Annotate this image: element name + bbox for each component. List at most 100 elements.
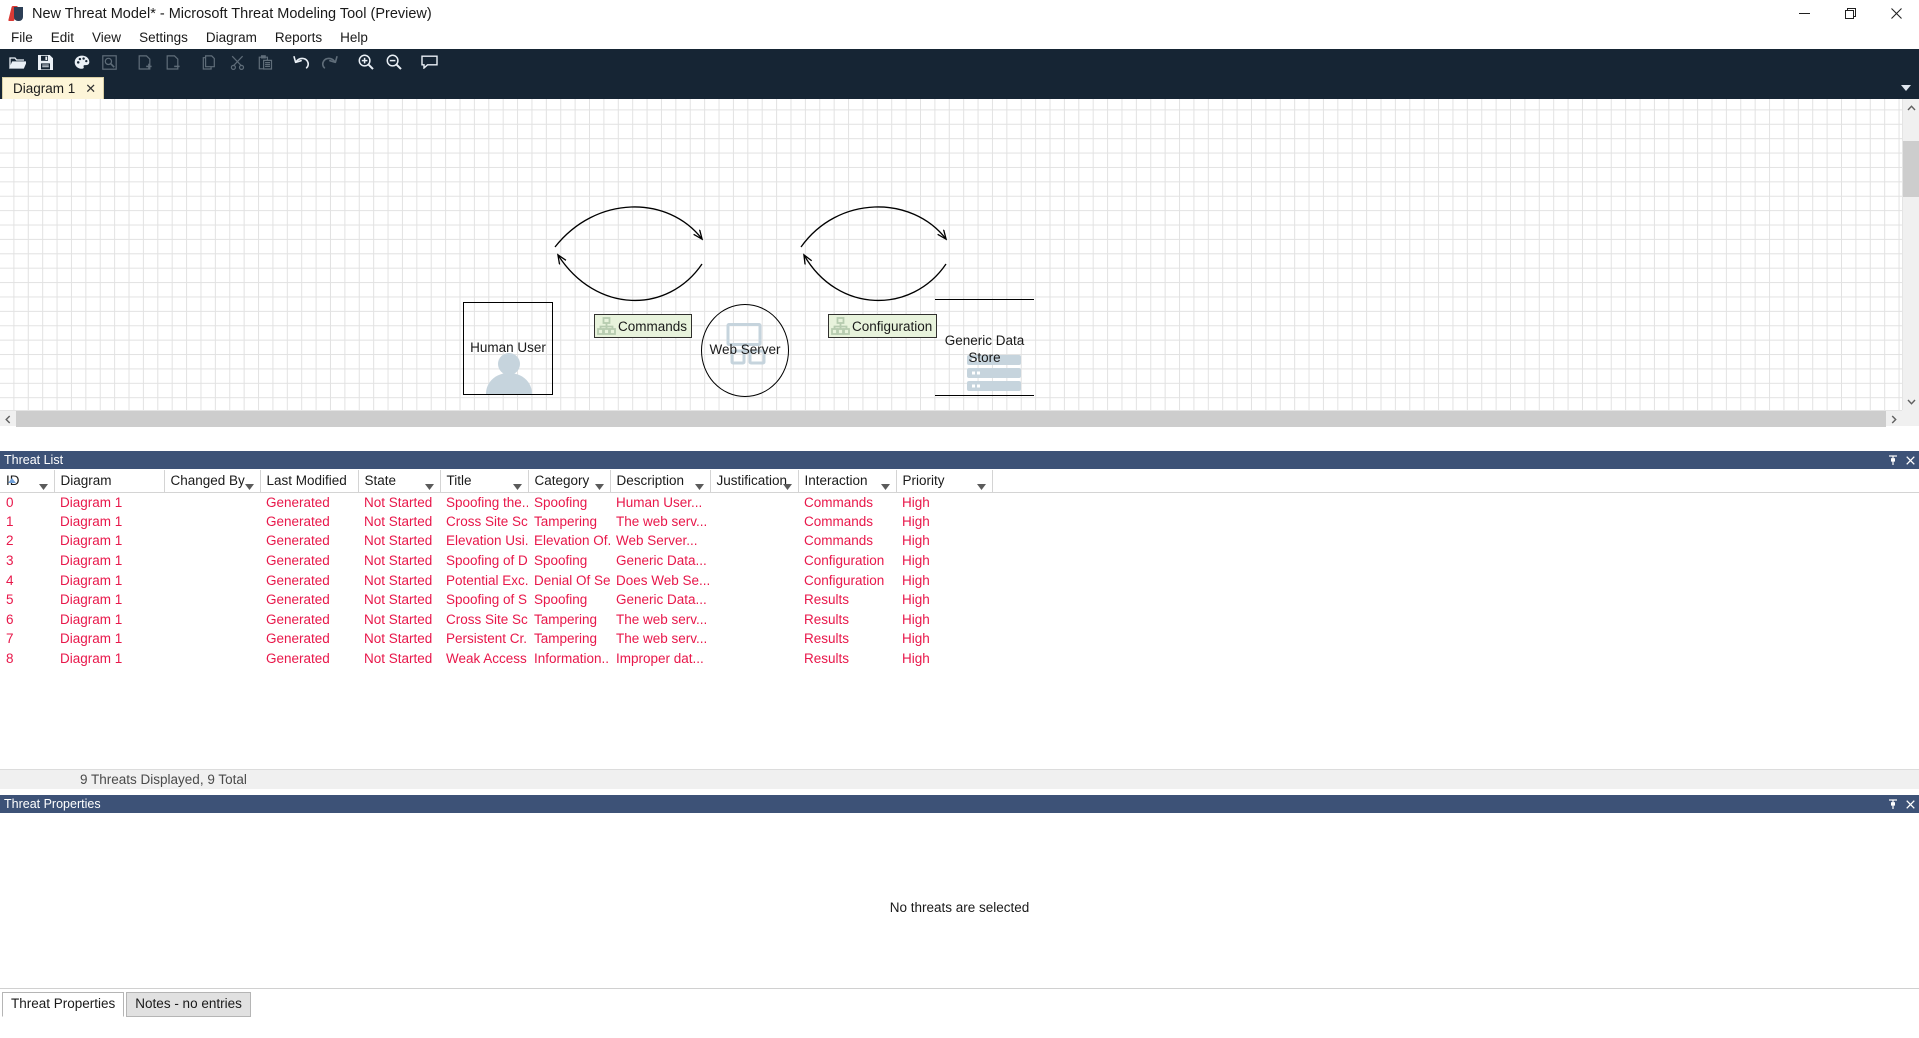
threat-list-table-container[interactable]: ID Diagram Changed By bbox=[0, 470, 1919, 782]
filter-icon-priority[interactable] bbox=[976, 478, 986, 490]
canvas-horizontal-scrollbar[interactable] bbox=[0, 410, 1902, 427]
column-header-changed-by-label: Changed By bbox=[170, 473, 245, 489]
column-header-diagram[interactable]: Diagram bbox=[54, 470, 165, 493]
zoom-in-icon[interactable] bbox=[352, 50, 379, 74]
threat-list-panel-header: Threat List bbox=[0, 451, 1919, 469]
menu-edit[interactable]: Edit bbox=[50, 30, 75, 45]
report-preview-icon[interactable] bbox=[96, 50, 123, 74]
tab-threat-properties[interactable]: Threat Properties bbox=[2, 992, 125, 1017]
add-diagram-icon[interactable] bbox=[132, 50, 159, 74]
paste-icon[interactable] bbox=[252, 50, 279, 74]
column-header-description[interactable]: Description bbox=[610, 470, 711, 493]
generic-data-store[interactable] bbox=[935, 299, 1034, 396]
threat-properties-body: No threats are selected bbox=[0, 820, 1919, 988]
scroll-down-icon[interactable] bbox=[1903, 393, 1919, 410]
tab-diagram-1[interactable]: Diagram 1 ✕ bbox=[2, 77, 105, 99]
save-icon[interactable] bbox=[32, 50, 59, 74]
maximize-button[interactable] bbox=[1827, 0, 1873, 27]
flow-commands[interactable]: Commands bbox=[594, 314, 693, 338]
threat-list-pin-icon[interactable] bbox=[1888, 454, 1898, 466]
filter-icon-title[interactable] bbox=[512, 478, 522, 490]
threat-list-close-icon[interactable] bbox=[1906, 455, 1915, 465]
filter-icon-description[interactable] bbox=[694, 478, 704, 490]
vertical-scroll-thumb[interactable] bbox=[1903, 141, 1919, 197]
tab-overflow-chevron-down-icon[interactable] bbox=[1899, 82, 1913, 94]
filter-icon-interaction[interactable] bbox=[880, 478, 890, 490]
flow-configuration[interactable]: Configuration bbox=[828, 314, 938, 338]
undo-icon[interactable] bbox=[288, 50, 315, 74]
menu-settings[interactable]: Settings bbox=[139, 30, 188, 45]
filter-icon-state[interactable] bbox=[424, 478, 434, 490]
filter-icon-id[interactable] bbox=[38, 478, 48, 490]
scroll-up-icon[interactable] bbox=[1903, 99, 1919, 116]
horizontal-scroll-thumb[interactable] bbox=[16, 411, 1886, 427]
open-file-icon[interactable] bbox=[4, 50, 31, 74]
zoom-out-icon[interactable] bbox=[380, 50, 407, 74]
column-header-description-label: Description bbox=[616, 473, 685, 489]
menu-reports[interactable]: Reports bbox=[274, 30, 323, 45]
cut-icon[interactable] bbox=[224, 50, 251, 74]
canvas-vertical-scrollbar[interactable] bbox=[1902, 99, 1919, 410]
data-flow-icon bbox=[831, 316, 850, 335]
scroll-left-icon[interactable] bbox=[0, 411, 16, 427]
column-header-category-label: Category bbox=[534, 473, 590, 489]
cell-filler bbox=[992, 590, 1919, 610]
threat-properties-pin-icon[interactable] bbox=[1888, 798, 1898, 810]
menu-file[interactable]: File bbox=[11, 30, 33, 45]
threat-properties-close-icon[interactable] bbox=[1906, 799, 1915, 809]
menu-diagram[interactable]: Diagram bbox=[205, 30, 257, 45]
remove-diagram-icon[interactable] bbox=[160, 50, 187, 74]
copy-page-icon[interactable] bbox=[196, 50, 223, 74]
menu-view[interactable]: View bbox=[92, 30, 122, 45]
column-header-interaction[interactable]: Interaction bbox=[798, 470, 897, 493]
cell-category: Tampering bbox=[534, 513, 598, 529]
cell-priority: High bbox=[902, 572, 930, 588]
menu-help[interactable]: Help bbox=[340, 30, 368, 45]
filter-icon-justification[interactable] bbox=[782, 478, 792, 490]
threat-list-header-row: ID Diagram Changed By bbox=[0, 470, 1919, 493]
palette-icon[interactable] bbox=[68, 50, 95, 74]
cell-description: Does Web Se... bbox=[616, 572, 710, 588]
close-button[interactable] bbox=[1873, 0, 1919, 27]
cell-description: Web Server... bbox=[616, 533, 698, 549]
column-header-state[interactable]: State bbox=[358, 470, 441, 493]
cell-filler bbox=[992, 629, 1919, 649]
column-header-justification[interactable]: Justification bbox=[710, 470, 799, 493]
tab-notes[interactable]: Notes - no entries bbox=[126, 992, 251, 1017]
threat-list-status-bar: 9 Threats Displayed, 9 Total bbox=[0, 769, 1919, 789]
column-header-priority-label: Priority bbox=[902, 473, 945, 489]
column-header-title[interactable]: Title bbox=[440, 470, 529, 493]
cell-id: 5 bbox=[6, 592, 14, 608]
cell-priority: High bbox=[902, 651, 930, 667]
cell-changed_by bbox=[164, 551, 260, 571]
human-user[interactable] bbox=[463, 302, 553, 395]
scroll-right-icon[interactable] bbox=[1886, 411, 1902, 427]
column-header-changed-by[interactable]: Changed By bbox=[164, 470, 261, 493]
threat-properties-title: Threat Properties bbox=[4, 797, 101, 811]
column-header-diagram-label: Diagram bbox=[60, 473, 112, 489]
column-header-category[interactable]: Category bbox=[528, 470, 611, 493]
redo-icon[interactable] bbox=[316, 50, 343, 74]
diagram-canvas[interactable]: Human User Web Server bbox=[0, 99, 1919, 426]
cell-last_modified: Generated bbox=[266, 651, 330, 667]
column-header-last-modified[interactable]: Last Modified bbox=[260, 470, 359, 493]
minimize-button[interactable] bbox=[1781, 0, 1827, 27]
filter-icon-changed-by[interactable] bbox=[244, 478, 254, 490]
tab-close-icon[interactable]: ✕ bbox=[85, 81, 97, 96]
web-server[interactable] bbox=[701, 304, 789, 397]
comment-icon[interactable] bbox=[416, 50, 443, 74]
column-header-priority[interactable]: Priority bbox=[896, 470, 993, 493]
column-header-id[interactable]: ID bbox=[0, 470, 55, 493]
filter-icon-category[interactable] bbox=[594, 478, 604, 490]
